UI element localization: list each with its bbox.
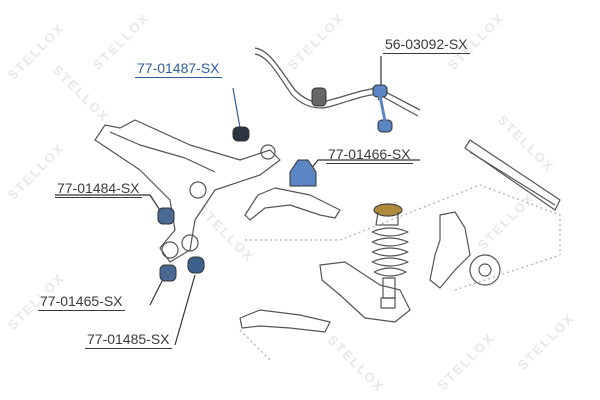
link-top <box>372 84 388 98</box>
part-label-77-01465-sx[interactable]: 77-01465-SX <box>38 293 125 311</box>
part-label-77-01485-sx[interactable]: 77-01485-SX <box>85 331 172 349</box>
bushing-77-01485 <box>187 256 205 274</box>
trailing-arm <box>319 261 411 323</box>
link-bottom <box>377 119 393 133</box>
bushing-77-01465 <box>159 264 177 282</box>
stabilizer-bar <box>254 47 421 111</box>
control-arm <box>244 187 341 221</box>
subframe <box>94 119 281 263</box>
bushing-77-01487 <box>232 126 250 142</box>
part-label-77-01487-sx[interactable]: 77-01487-SX <box>135 60 222 78</box>
rear-beam <box>464 139 561 211</box>
link-rod <box>378 95 387 122</box>
part-label-77-01466-sx[interactable]: 77-01466-SX <box>326 146 413 164</box>
lower-arm <box>239 309 331 333</box>
wheel-hub <box>469 254 501 286</box>
steering-knuckle <box>429 211 471 289</box>
part-label-77-01484-sx[interactable]: 77-01484-SX <box>55 180 142 198</box>
stabilizer-bushing <box>311 87 327 107</box>
bushing-77-01466 <box>289 159 317 187</box>
part-label-56-03092-sx[interactable]: 56-03092-SX <box>383 36 470 54</box>
bushing-77-01484 <box>157 207 175 225</box>
strut-assembly <box>371 203 409 309</box>
